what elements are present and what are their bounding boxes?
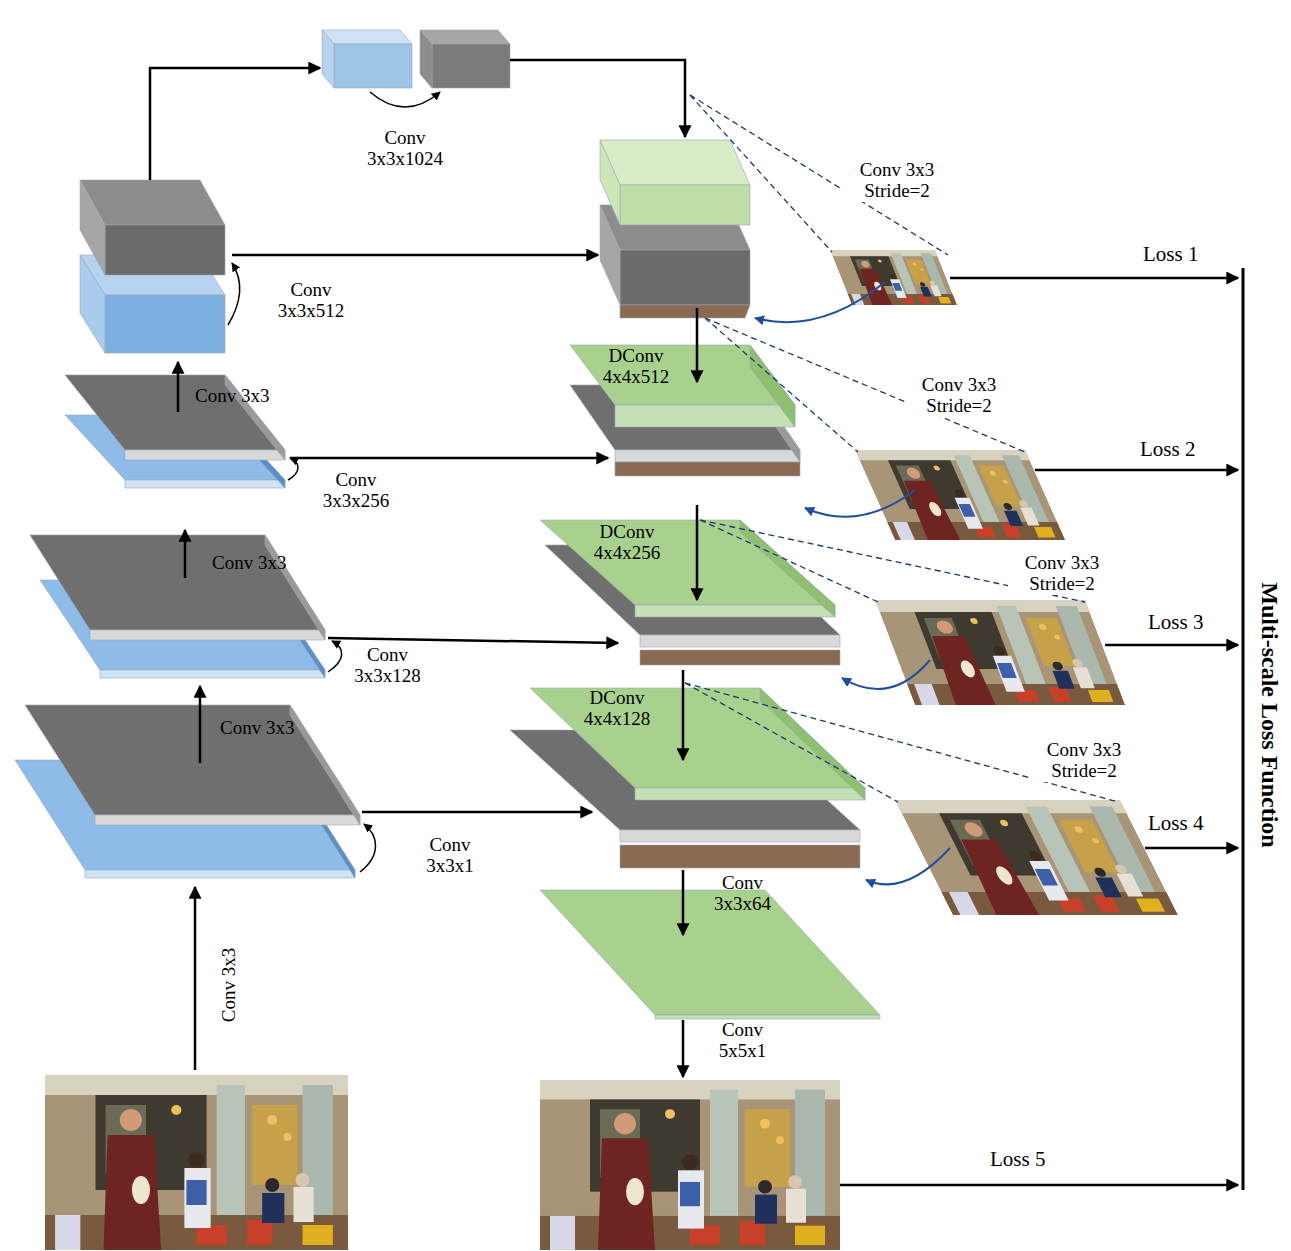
loss-label: Loss 2 [1140, 438, 1195, 461]
layer-op-label: Conv 3x3x1024 [355, 128, 455, 170]
feedback-arrows [755, 282, 950, 884]
stride-label: Conv 3x3 Stride=2 [1008, 553, 1116, 595]
photos [45, 250, 1178, 1250]
layer-op-label: Conv 3x3 [220, 718, 294, 739]
curl-arrows [228, 92, 440, 872]
layer-op-label: Conv 3x3 [212, 553, 286, 574]
loss-label: Loss 4 [1148, 812, 1203, 835]
loss-function-title: Multi-scale Loss Function [1257, 582, 1283, 847]
layer-op-label: Conv 3x3x256 [315, 470, 397, 512]
deconv-label: DConv 4x4x128 [573, 688, 661, 730]
layer-op-label: Conv 3x3x64 [700, 873, 785, 915]
layer-op-label: Conv 3x3 [195, 386, 269, 407]
layer-op-label: Conv 3x3x128 [345, 645, 430, 687]
loss-label: Loss 3 [1148, 611, 1203, 634]
deconv-label: DConv 4x4x256 [583, 522, 671, 564]
flow-arrows [150, 60, 1243, 1190]
deconv-label: DConv 4x4x512 [592, 346, 680, 388]
stride-label: Conv 3x3 Stride=2 [843, 160, 951, 202]
layer-op-label: Conv 5x5x1 [700, 1020, 785, 1062]
decoder-layers [510, 140, 880, 1019]
loss-label: Loss 1 [1143, 243, 1198, 266]
layer-op-label: Conv 3x3x512 [270, 280, 352, 322]
stride-label: Conv 3x3 Stride=2 [905, 375, 1013, 417]
encoder-layers [15, 30, 510, 878]
layer-op-label: Conv 3x3 [219, 948, 240, 1022]
loss-label: Loss 5 [990, 1148, 1045, 1171]
layer-op-label: Conv 3x3x1 [415, 835, 485, 877]
stride-label: Conv 3x3 Stride=2 [1030, 740, 1138, 782]
dashed-projections [685, 95, 1118, 802]
